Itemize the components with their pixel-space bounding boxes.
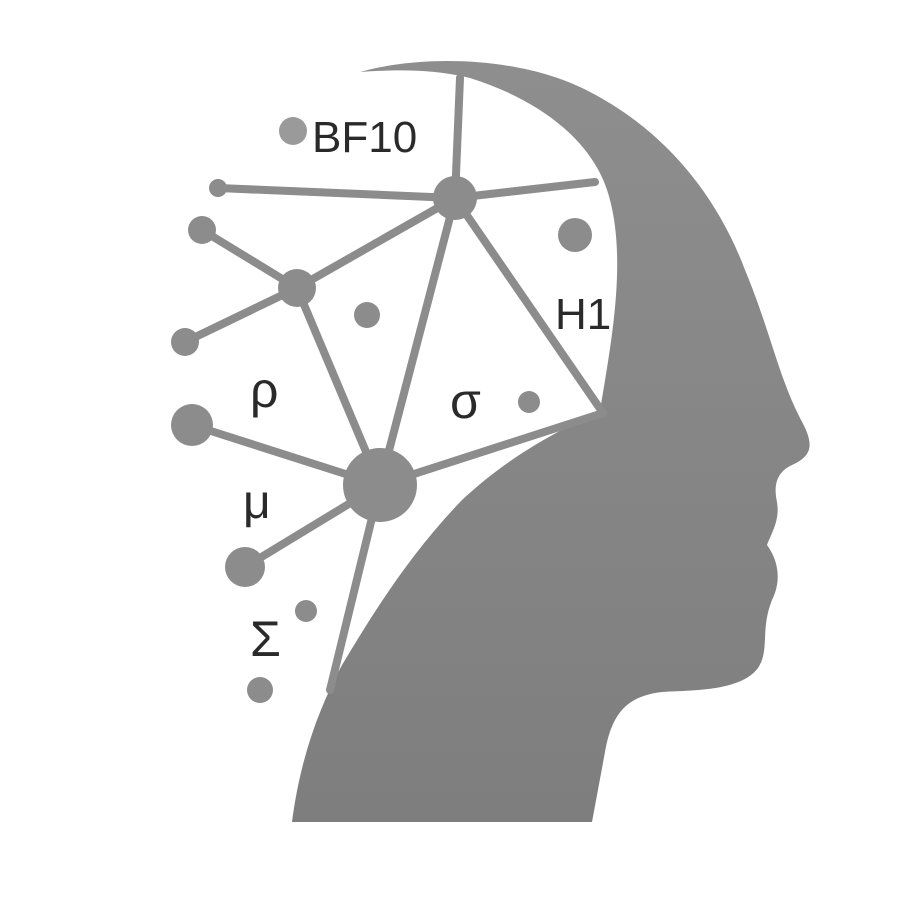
label-bf10: BF10 bbox=[312, 113, 417, 162]
node bbox=[558, 218, 592, 252]
edge bbox=[376, 194, 459, 489]
edge bbox=[376, 409, 607, 489]
hub-node bbox=[433, 176, 477, 220]
hub-node-large bbox=[343, 448, 417, 522]
label-h1: H1 bbox=[555, 290, 611, 339]
node bbox=[518, 391, 540, 413]
node bbox=[188, 216, 216, 244]
edge bbox=[293, 194, 459, 292]
edge bbox=[451, 194, 607, 417]
node bbox=[171, 404, 213, 446]
node bbox=[247, 677, 273, 703]
node bbox=[209, 179, 227, 197]
node bbox=[279, 117, 307, 145]
edge bbox=[451, 178, 599, 202]
statistical-labels: BF10 H1 ρ σ μ Σ bbox=[243, 113, 611, 667]
node bbox=[225, 547, 265, 587]
head-silhouette bbox=[292, 61, 810, 822]
node bbox=[171, 328, 199, 356]
label-sigma: σ bbox=[450, 373, 481, 429]
node bbox=[354, 302, 380, 328]
edge bbox=[214, 184, 459, 202]
node bbox=[295, 600, 317, 622]
network-nodes bbox=[171, 117, 592, 703]
edge bbox=[181, 284, 301, 346]
hub-node bbox=[278, 269, 316, 307]
label-rho: ρ bbox=[250, 362, 278, 418]
label-sum: Σ bbox=[250, 611, 281, 667]
label-mu: μ bbox=[243, 476, 271, 529]
